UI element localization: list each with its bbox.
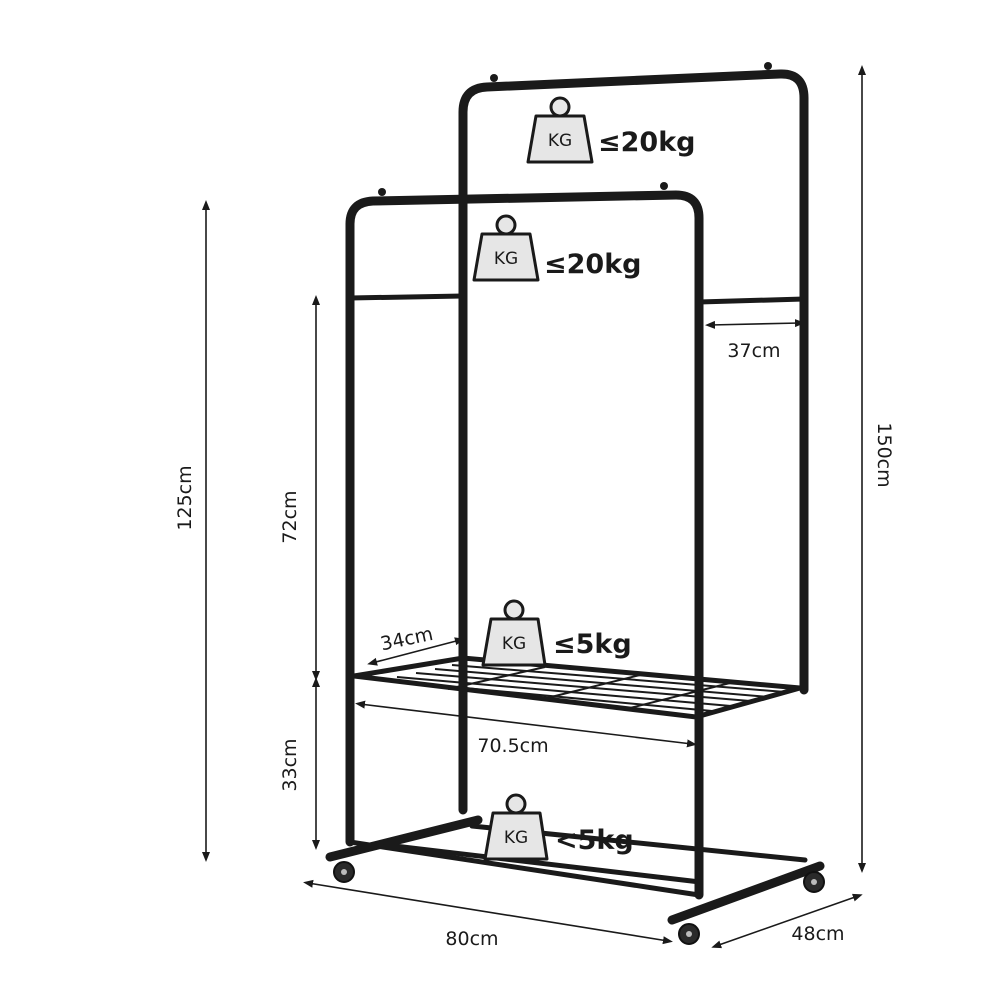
kg-icon-label: KG (504, 828, 528, 848)
svg-text:34cm: 34cm (378, 623, 435, 656)
svg-text:150cm: 150cm (873, 422, 895, 487)
svg-text:70.5cm: 70.5cm (477, 735, 548, 757)
dim-shelf-height: 33cm (279, 677, 320, 850)
svg-text:80cm: 80cm (445, 928, 498, 950)
kg-icon-label: KG (502, 634, 526, 654)
mesh-shelf (353, 655, 801, 720)
dim-shelf-depth: 34cm (367, 623, 465, 666)
left-side-bar (347, 293, 466, 301)
svg-text:72cm: 72cm (279, 490, 301, 543)
front-rail-peg-right (660, 182, 668, 190)
weight-badge-lower-rail: KG ≤20kg (472, 214, 641, 282)
front-frame (345, 190, 704, 900)
front-rail-peg-left (378, 188, 386, 196)
dim-base-depth: 48cm (711, 893, 863, 949)
weight-limit-text: <5kg (555, 825, 634, 856)
svg-text:37cm: 37cm (727, 340, 780, 362)
weight-limit-text: ≤5kg (553, 629, 632, 660)
dim-hanging-space: 72cm (279, 295, 320, 681)
kg-icon-label: KG (548, 131, 572, 151)
weight-badge-base: KG <5kg (483, 793, 634, 861)
caster-wheels (333, 861, 825, 945)
svg-text:125cm: 125cm (174, 465, 196, 530)
rack-frame (325, 62, 825, 945)
back-rail-peg-left (490, 74, 498, 82)
kg-icon-label: KG (494, 249, 518, 269)
back-frame (458, 69, 809, 815)
dim-rail-gap: 37cm (705, 319, 805, 362)
svg-text:33cm: 33cm (279, 738, 301, 791)
weight-limit-text: ≤20kg (544, 249, 641, 280)
dim-lower-rail-height: 125cm (174, 200, 210, 862)
weight-badge-upper-rail: KG ≤20kg (526, 96, 695, 164)
right-side-bar (696, 296, 807, 305)
svg-text:48cm: 48cm (791, 923, 844, 945)
dim-base-width: 80cm (303, 879, 673, 950)
dim-shelf-width: 70.5cm (355, 700, 697, 757)
dim-total-height: 150cm (858, 65, 895, 873)
weight-limit-text: ≤20kg (598, 127, 695, 158)
weight-badge-shelf: KG ≤5kg (481, 599, 632, 667)
back-rail-peg-right (764, 62, 772, 70)
